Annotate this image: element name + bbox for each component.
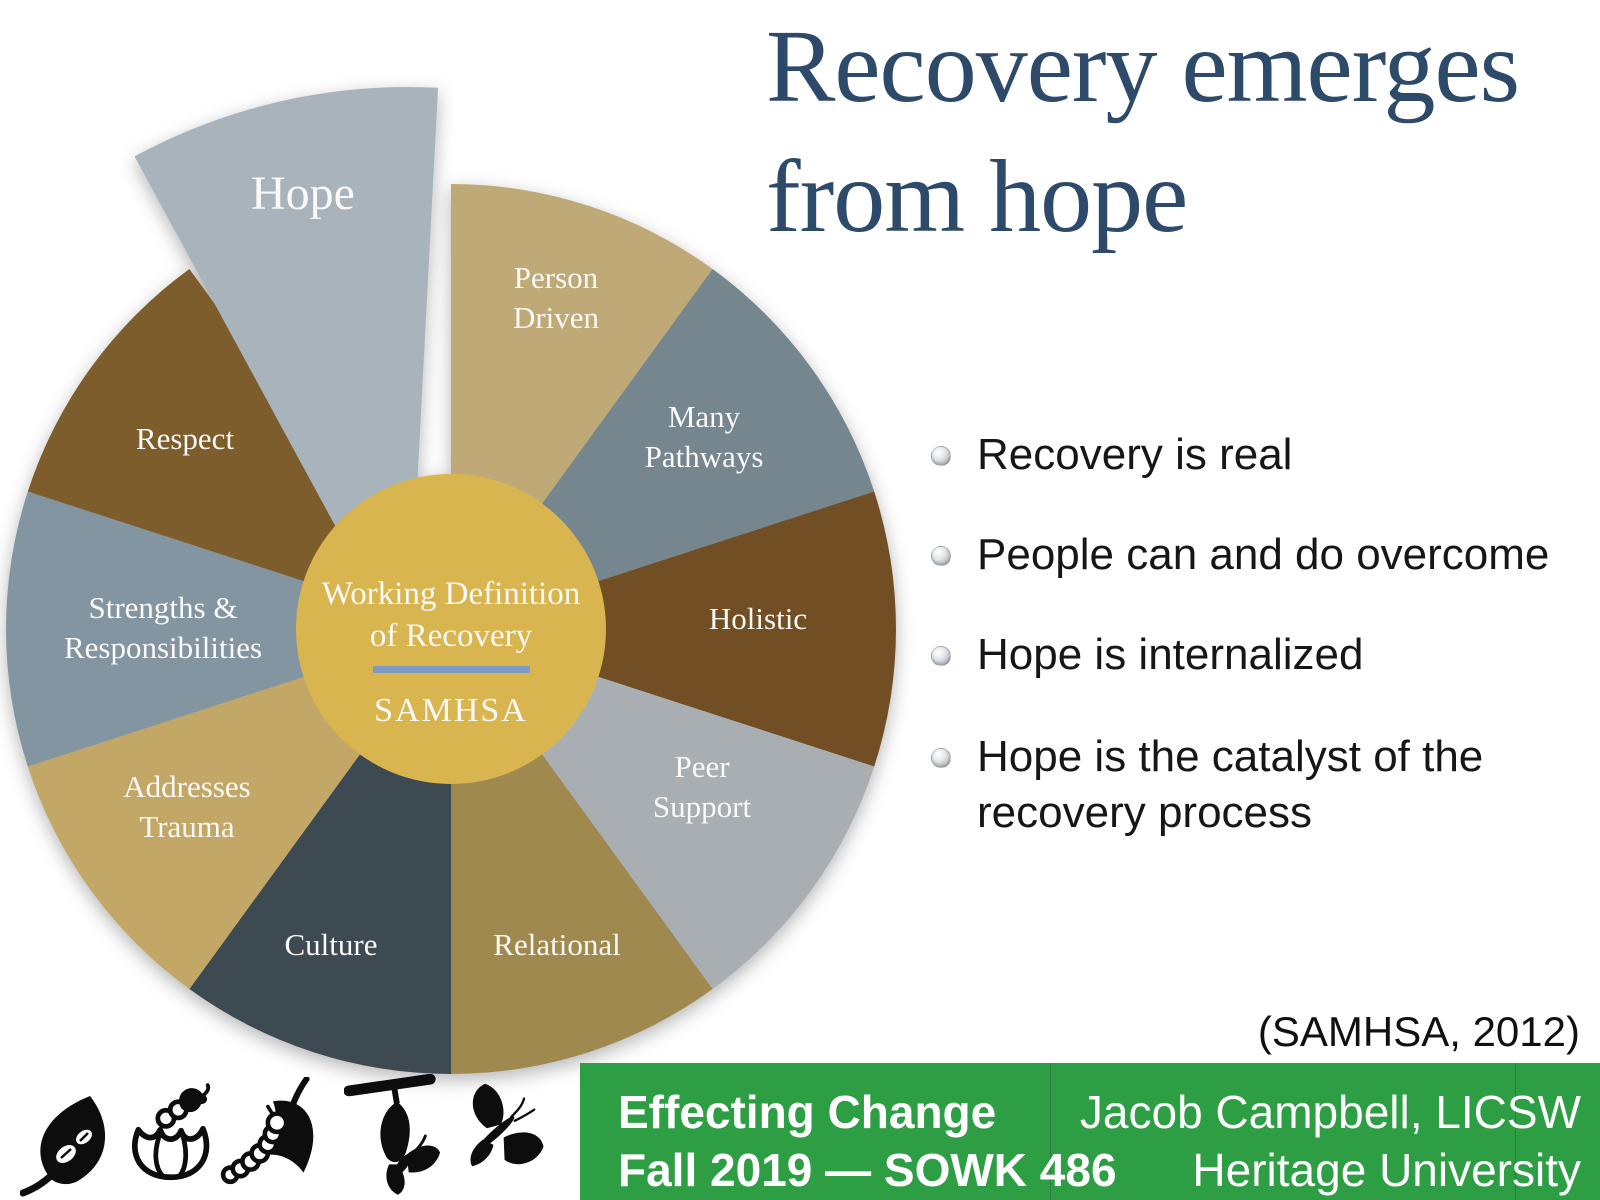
butterfly-icon — [470, 1083, 544, 1167]
footer-author-name: Jacob Campbell, LICSW — [1079, 1086, 1581, 1138]
footer-author-info: Jacob Campbell, LICSW Heritage Universit… — [1080, 1083, 1581, 1199]
wheel-center-org-label: SAMHSA — [374, 692, 528, 729]
segment-label-strengths-responsibilities: Responsibilities — [64, 630, 262, 665]
slide-title: Recovery emerges from hope — [766, 2, 1520, 262]
bullet-item: Recovery is real — [931, 427, 1292, 483]
bullet-text: Hope is the catalyst of the recovery pro… — [977, 732, 1484, 837]
bullet-item: Hope is the catalyst of the recovery pro… — [931, 729, 1497, 841]
footer-cell-divider — [1050, 1063, 1051, 1200]
wheel-center-divider — [373, 666, 530, 673]
bullet-item: Hope is internalized — [931, 627, 1363, 683]
segment-label-person-driven: Person — [514, 260, 599, 295]
footer-bar: Effecting Change Fall 2019 — SOWK 486 Ja… — [580, 1063, 1600, 1200]
segment-label-relational: Relational — [493, 927, 620, 962]
segment-label-peer-support: Support — [653, 789, 752, 824]
wheel-segment-strengths-responsibilities — [6, 491, 452, 767]
sphere-bullet-icon — [931, 446, 951, 466]
hatching-egg-icon — [132, 1083, 211, 1181]
bullet-item: People can and do overcome — [931, 527, 1549, 583]
segment-label-hope: Hope — [251, 167, 355, 220]
segment-label-holistic: Holistic — [709, 601, 807, 636]
citation-text: (SAMHSA, 2012) — [1257, 1008, 1580, 1055]
segment-label-addresses-trauma: Addresses — [123, 769, 250, 804]
chrysalis-icon — [344, 1074, 441, 1195]
footer-cell-divider — [1515, 1063, 1516, 1200]
segment-label-many-pathways: Many — [668, 399, 741, 434]
segment-label-respect: Respect — [136, 421, 235, 456]
caterpillar-icon — [220, 1077, 314, 1185]
segment-label-addresses-trauma: Trauma — [139, 809, 235, 844]
sphere-bullet-icon — [931, 646, 951, 666]
segment-label-person-driven: Driven — [513, 300, 600, 335]
bullet-text: Hope is internalized — [977, 630, 1364, 679]
title-line-2: from hope — [766, 139, 1188, 254]
leaf-with-eggs-icon — [20, 1096, 106, 1197]
sphere-bullet-icon — [931, 748, 951, 768]
footer-course-term: Fall 2019 — SOWK 486 — [618, 1144, 1117, 1196]
segment-label-culture: Culture — [285, 927, 378, 962]
sphere-bullet-icon — [931, 546, 951, 566]
title-line-1: Recovery emerges — [766, 9, 1520, 124]
footer-course-title: Effecting Change — [618, 1086, 997, 1138]
wheel-center-title-line2: of Recovery — [370, 618, 533, 654]
wheel-segment-holistic — [451, 491, 896, 767]
wheel-center-circle — [296, 474, 606, 784]
segment-label-many-pathways: Pathways — [645, 439, 764, 474]
wheel-center-title-line1: Working Definition — [322, 576, 581, 612]
footer-course-info: Effecting Change Fall 2019 — SOWK 486 — [618, 1083, 1117, 1199]
bullet-text: People can and do overcome — [977, 530, 1550, 579]
bullet-text: Recovery is real — [977, 430, 1293, 479]
segment-label-strengths-responsibilities: Strengths & — [89, 590, 238, 625]
segment-label-peer-support: Peer — [674, 749, 730, 784]
footer-institution: Heritage University — [1192, 1144, 1581, 1196]
